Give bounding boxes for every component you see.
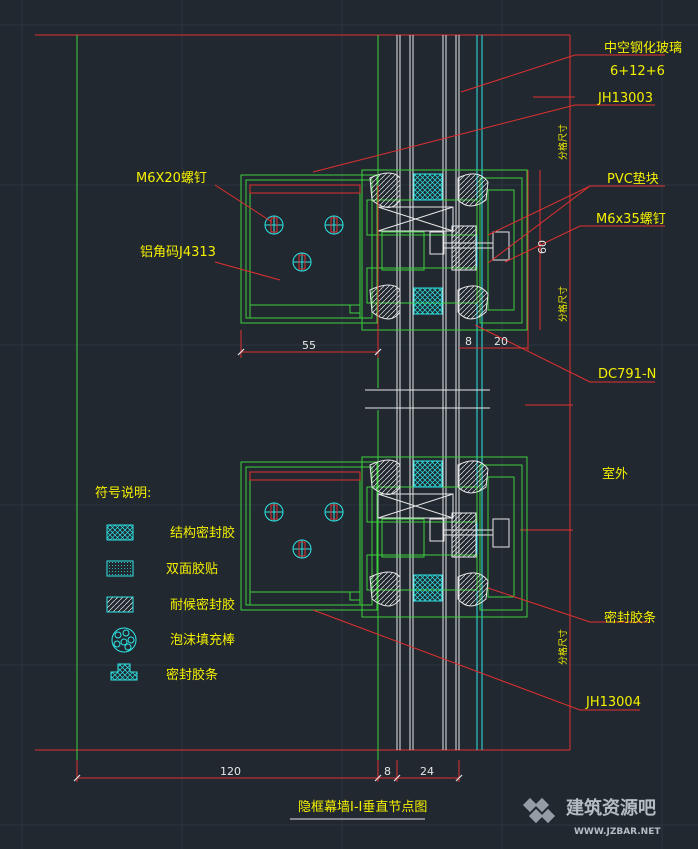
m6x20-screw-icon	[264, 215, 344, 272]
vertical-size-label-3: 分格尺寸	[557, 629, 569, 665]
jh13004-label: JH13004	[585, 695, 641, 710]
sealing-strip-icon	[110, 663, 138, 681]
legend-item-label: 密封胶条	[166, 667, 218, 683]
dim-120: 120	[220, 765, 241, 778]
aluminum-angle-label: 铝角码J4313	[140, 245, 216, 260]
legend-title: 符号说明:	[95, 485, 151, 501]
upper-frame-profile	[361, 169, 528, 331]
upper-mullion	[240, 174, 378, 324]
weather-sealant-hatch-icon	[106, 596, 134, 613]
lower-gaskets	[369, 459, 489, 607]
foam-backer-rod-icon	[111, 627, 137, 653]
wall-lines	[76, 35, 483, 760]
seal-strip-label: 密封胶条	[604, 610, 656, 626]
legend-item-label: 耐候密封胶	[170, 597, 235, 613]
dim-8-lower: 8	[384, 765, 391, 778]
lower-structural-sealant	[377, 493, 454, 519]
watermark-url: WWW.JZBAR.NET	[574, 827, 661, 837]
legend-item-label: 结构密封胶	[170, 525, 235, 541]
break-marks	[365, 389, 490, 409]
legend: 符号说明: 结构密封胶 双面胶贴 耐候密封胶 泡沫填充棒 密封胶条	[95, 485, 235, 683]
dim-20: 20	[494, 335, 508, 348]
upper-structural-sealant	[377, 206, 454, 232]
upper-pvc-block	[429, 231, 510, 261]
dim-24: 24	[420, 765, 434, 778]
m6x35-screw-label: M6x35螺钉	[596, 212, 666, 227]
lower-mullion	[240, 461, 378, 611]
drawing-title: 隐框幕墙I-I垂直节点图	[290, 800, 427, 820]
structural-sealant-hatch-icon	[106, 524, 134, 541]
upper-gaskets	[369, 172, 489, 320]
legend-item-label: 双面胶贴	[166, 561, 218, 577]
upper-node	[240, 169, 528, 331]
vertical-size-label-2: 分格尺寸	[557, 286, 569, 322]
dim-55: 55	[302, 339, 316, 352]
legend-item-label: 泡沫填充棒	[170, 632, 235, 648]
dim-60: 60	[536, 240, 549, 254]
m6x20-screw-label: M6X20螺钉	[136, 171, 207, 186]
boundary-lines	[35, 34, 575, 751]
pvc-block-label: PVC垫块	[607, 171, 659, 187]
lower-pvc-block	[429, 518, 510, 548]
dc791-label: DC791-N	[598, 367, 656, 382]
jh13003-label: JH13003	[597, 91, 653, 106]
lower-node	[240, 456, 528, 618]
dim-8-upper: 8	[465, 335, 472, 348]
exterior-label: 室外	[602, 466, 628, 482]
annotation-labels: 中空钢化玻璃 6+12+6 JH13003 M6X20螺钉 PVC垫块 M6x3…	[136, 41, 682, 710]
dimension-labels: 55 8 20 60 120 8 24	[220, 240, 549, 778]
watermark-logo-icon	[522, 797, 556, 824]
watermark: 建筑资源吧 WWW.JZBAR.NET	[522, 797, 661, 837]
glass-spec-label: 6+12+6	[610, 64, 665, 79]
vertical-size-label-1: 分格尺寸	[557, 124, 569, 160]
drawing-title-text: 隐框幕墙I-I垂直节点图	[298, 800, 427, 815]
watermark-name: 建筑资源吧	[566, 797, 656, 819]
lower-screw-icon	[264, 502, 344, 559]
double-sided-tape-dots-icon	[106, 560, 134, 577]
glass-type-label: 中空钢化玻璃	[604, 41, 682, 56]
dimension-lines	[76, 170, 541, 782]
leader-lines	[214, 54, 665, 711]
